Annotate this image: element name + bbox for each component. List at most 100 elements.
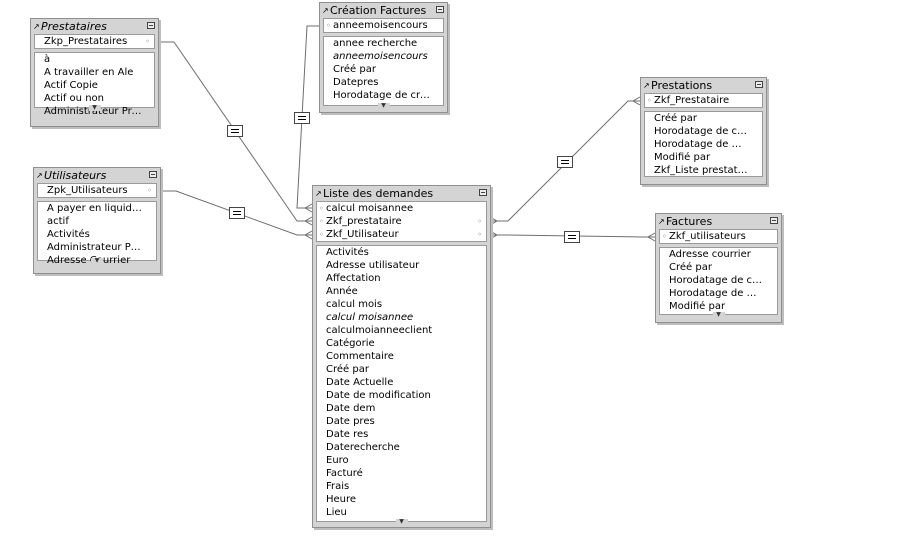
equality-operator-icon[interactable] [227, 125, 243, 137]
field-row[interactable]: Horodatage de création [669, 275, 777, 286]
collapse-icon[interactable] [436, 6, 444, 13]
key-field[interactable]: ◦Zkp_Prestataires [44, 36, 150, 47]
field-row[interactable]: calcul moisannee [326, 312, 414, 323]
key-field[interactable]: ◦Zkf_Prestataire [647, 95, 730, 106]
field-row[interactable]: calculmoianneeclient [326, 325, 433, 336]
key-fields: ◦Zkp_Prestataires [34, 34, 155, 49]
field-row[interactable]: Horodatage de modifi... [669, 288, 777, 299]
key-field[interactable]: ◦Zkf_prestataire◦ [319, 216, 482, 227]
table-creation-factures[interactable]: ↗ Création Factures ◦anneemoisencours an… [319, 2, 448, 113]
field-row[interactable]: Horodatage de création [654, 126, 762, 137]
key-field[interactable]: ◦anneemoisencours [326, 20, 428, 31]
field-row[interactable]: Créé par [333, 64, 376, 75]
field-row[interactable]: Activités [326, 247, 369, 258]
field-row[interactable]: Facturé [326, 468, 363, 479]
field-list[interactable]: Créé par Horodatage de création Horodata… [644, 111, 763, 177]
equality-operator-icon[interactable] [557, 156, 573, 168]
pointer-arrow-icon: ↗ [658, 217, 665, 226]
scroll-down-icon[interactable]: ▼ [395, 519, 408, 525]
scroll-down-icon[interactable]: ▼ [712, 312, 725, 318]
equality-operator-icon[interactable] [229, 207, 245, 219]
table-factures[interactable]: ↗ Factures ◦Zkf_utilisateurs Adresse cou… [655, 213, 782, 323]
field-row[interactable]: Créé par [326, 364, 369, 375]
field-row[interactable]: à [44, 54, 51, 65]
field-list[interactable]: A payer en liquide ce j... actif Activit… [37, 201, 157, 266]
scroll-down-icon[interactable]: ▼ [88, 105, 101, 111]
collapse-icon[interactable] [755, 81, 763, 88]
key-field[interactable]: ◦calcul moisannee [319, 203, 414, 214]
field-row[interactable]: anneemoisencours [333, 51, 428, 62]
table-name: Prestataires [41, 20, 107, 33]
field-row[interactable]: Horodatage de modifi... [654, 139, 762, 150]
field-row[interactable]: Créé par [669, 262, 712, 273]
table-header[interactable]: ↗ Factures [656, 214, 781, 229]
table-utilisateurs[interactable]: ↗ Utilisateurs ◦Zpk_Utilisateurs A payer… [33, 167, 161, 274]
field-row[interactable]: Actif Copie [44, 80, 98, 91]
table-header[interactable]: ↗ Prestations [641, 78, 766, 93]
table-name: Liste des demandes [323, 187, 434, 200]
field-row[interactable]: Frais [326, 481, 350, 492]
equality-operator-icon[interactable] [294, 112, 310, 124]
key-field[interactable]: ◦Zpk_Utilisateurs [47, 185, 152, 196]
field-row[interactable]: Adresse courrier [669, 249, 751, 260]
field-list[interactable]: annee recherche anneemoisencours Créé pa… [323, 36, 444, 109]
field-row[interactable]: calcul mois [326, 299, 383, 310]
scroll-down-icon[interactable]: ▼ [91, 258, 103, 264]
field-row[interactable]: Date Actuelle [326, 377, 394, 388]
field-row[interactable]: Daterecherche [326, 442, 400, 453]
field-row[interactable]: Date de modification [326, 390, 431, 401]
key-fields: ◦Zpk_Utilisateurs [37, 183, 157, 198]
field-row[interactable]: Administrateur Provis... [47, 242, 156, 253]
pointer-arrow-icon: ↗ [643, 81, 650, 90]
pointer-arrow-icon: ↗ [33, 22, 40, 31]
key-field[interactable]: ◦Zkf_utilisateurs [662, 231, 746, 242]
field-row[interactable]: Euro [326, 455, 349, 466]
table-header[interactable]: ↗ Création Factures [320, 3, 447, 18]
field-row[interactable]: Heure [326, 494, 357, 505]
field-row[interactable]: Catégorie [326, 338, 375, 349]
collapse-icon[interactable] [770, 217, 778, 224]
field-row[interactable]: Date res [326, 429, 369, 440]
key-fields: ◦Zkf_Prestataire [644, 93, 763, 108]
field-row[interactable]: Modifié par [654, 152, 711, 163]
equality-operator-icon[interactable] [564, 231, 580, 243]
table-prestations[interactable]: ↗ Prestations ◦Zkf_Prestataire Créé par … [640, 77, 767, 185]
table-liste-des-demandes[interactable]: ↗ Liste des demandes ◦calcul moisannee ◦… [312, 185, 491, 528]
field-row[interactable]: Créé par [654, 113, 697, 124]
collapse-icon[interactable] [149, 171, 157, 178]
collapse-icon[interactable] [479, 189, 487, 196]
field-row[interactable]: Année [326, 286, 358, 297]
field-row[interactable]: Adresse utilisateur [326, 260, 420, 271]
crowfoot-marks [303, 96, 656, 242]
table-prestataires[interactable]: ↗ Prestataires ◦Zkp_Prestataires à A tra… [30, 18, 159, 127]
field-row[interactable]: Activités [47, 229, 90, 240]
field-row[interactable]: Horodatage de création [333, 90, 443, 101]
field-row[interactable]: annee recherche [333, 38, 418, 49]
table-name: Factures [666, 215, 713, 228]
key-fields: ◦anneemoisencours [323, 18, 444, 33]
field-list[interactable]: Activités Adresse utilisateur Affectatio… [316, 245, 487, 525]
field-row[interactable]: Affectation [326, 273, 381, 284]
table-header[interactable]: ↗ Liste des demandes [313, 186, 490, 201]
key-fields: ◦Zkf_utilisateurs [659, 229, 778, 244]
field-row[interactable]: Datepres [333, 77, 379, 88]
pointer-arrow-icon: ↗ [315, 189, 322, 198]
field-row[interactable]: A travailler en Ale [44, 67, 134, 78]
field-row[interactable]: A payer en liquide ce j... [47, 203, 156, 214]
field-row[interactable]: actif [47, 216, 69, 227]
field-row[interactable]: Commentaire [326, 351, 394, 362]
table-name: Prestations [651, 79, 713, 92]
table-header[interactable]: ↗ Prestataires [31, 19, 158, 34]
field-row[interactable]: Date pres [326, 416, 375, 427]
field-row[interactable]: Zkf_Liste prestations [654, 165, 758, 176]
table-name: Utilisateurs [44, 169, 107, 182]
table-name: Création Factures [330, 4, 427, 17]
pointer-arrow-icon: ↗ [322, 6, 329, 15]
key-field[interactable]: ◦Zkf_Utilisateur◦ [319, 229, 482, 240]
field-row[interactable]: Date dem [326, 403, 376, 414]
scroll-down-icon[interactable]: ▼ [377, 103, 390, 109]
table-header[interactable]: ↗ Utilisateurs [34, 168, 160, 183]
field-list[interactable]: à A travailler en Ale Actif Copie Actif … [34, 52, 155, 117]
collapse-icon[interactable] [147, 22, 155, 29]
field-list[interactable]: Adresse courrier Créé par Horodatage de … [659, 247, 778, 318]
